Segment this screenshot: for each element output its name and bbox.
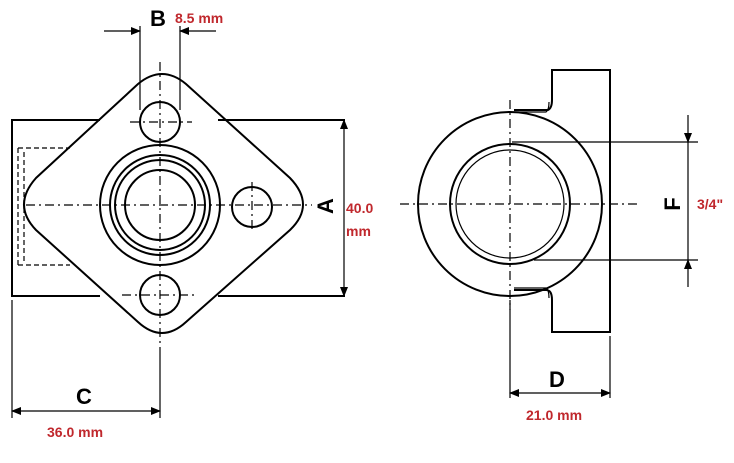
hidden-thread [17, 147, 70, 266]
label-c: C [76, 384, 92, 409]
dimension-f: F 3/4" [512, 115, 723, 287]
dimension-d: D 21.0 mm [509, 300, 611, 423]
side-view [400, 69, 640, 333]
value-a-line1: 40.0 [346, 200, 373, 216]
diamond-flange [23, 73, 304, 334]
label-f: F [660, 197, 685, 210]
value-c: 36.0 mm [47, 424, 103, 440]
label-a: A [313, 198, 338, 214]
value-b: 8.5 mm [175, 10, 223, 26]
front-view [11, 62, 345, 350]
value-f: 3/4" [697, 196, 723, 212]
dimension-a: A 40.0 mm [313, 119, 373, 297]
dimension-b: B 8.5 mm [104, 6, 223, 110]
value-a-line2: mm [346, 223, 371, 239]
label-d: D [549, 367, 565, 392]
value-d: 21.0 mm [526, 407, 582, 423]
body-outline [11, 119, 100, 297]
fillet-top [514, 101, 550, 113]
dimension-c: C 36.0 mm [11, 300, 161, 440]
back-plate [514, 69, 611, 333]
label-b: B [150, 6, 166, 31]
